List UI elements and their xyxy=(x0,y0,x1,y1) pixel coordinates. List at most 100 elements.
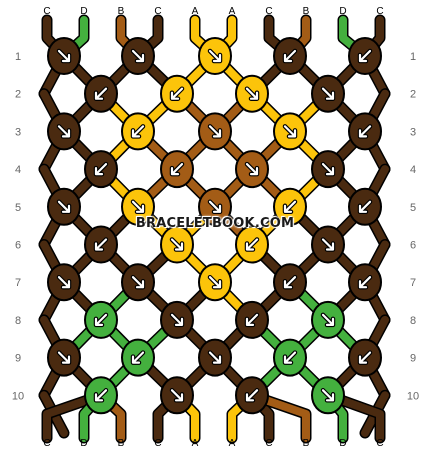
arrow-down-left-icon xyxy=(358,351,372,364)
knot xyxy=(235,376,269,415)
bottom-strand-label: D xyxy=(80,438,87,449)
arrow-down-left-icon xyxy=(94,313,108,326)
row-number-left: 9 xyxy=(15,353,21,365)
arrow-down-right-icon xyxy=(170,313,184,326)
knot xyxy=(121,37,155,75)
watermark: BRACELETBOOK.COM xyxy=(135,216,295,231)
knot xyxy=(273,37,307,75)
arrow-down-left-icon xyxy=(94,238,108,251)
arrow-down-right-icon xyxy=(245,163,259,176)
top-strand-label: C xyxy=(376,6,383,17)
knot xyxy=(84,225,118,264)
knot xyxy=(160,225,194,264)
arrow-down-left-icon xyxy=(358,49,372,63)
row-number-right: 6 xyxy=(410,240,416,252)
knot xyxy=(311,150,345,189)
knot xyxy=(348,187,382,226)
arrow-down-right-icon xyxy=(321,163,335,176)
arrow-down-left-icon xyxy=(358,276,372,289)
knot xyxy=(121,338,155,377)
knot xyxy=(160,150,194,189)
knot xyxy=(273,263,307,302)
row-number-right: 3 xyxy=(410,126,416,138)
arrow-down-right-icon xyxy=(208,200,222,213)
top-strand-label: D xyxy=(80,6,87,17)
arrow-down-right-icon xyxy=(283,125,297,138)
row-number-left: 4 xyxy=(15,164,21,176)
knot xyxy=(47,187,81,226)
bottom-strand-label: D xyxy=(339,438,346,449)
row-number-left: 8 xyxy=(15,315,21,327)
knot xyxy=(121,263,155,302)
row-number-left: 2 xyxy=(15,89,21,101)
arrow-down-left-icon xyxy=(245,313,259,326)
arrow-down-right-icon xyxy=(321,313,335,326)
top-strand-label: C xyxy=(265,6,272,17)
knot xyxy=(47,263,81,302)
row-number-right: 1 xyxy=(410,51,416,63)
knot xyxy=(235,74,269,113)
knot xyxy=(235,150,269,189)
arrow-down-left-icon xyxy=(170,163,184,176)
arrow-down-right-icon xyxy=(57,276,71,289)
bottom-strand xyxy=(43,391,105,442)
top-strand-label: C xyxy=(43,6,50,17)
knot xyxy=(311,376,345,415)
arrow-down-left-icon xyxy=(94,163,108,176)
knot xyxy=(198,187,232,226)
knot xyxy=(160,74,194,113)
knot xyxy=(84,300,118,339)
knot xyxy=(198,112,232,151)
bottom-strand-label: A xyxy=(229,438,236,449)
top-strand-label: A xyxy=(229,6,236,17)
arrow-down-left-icon xyxy=(131,351,145,364)
arrow-down-right-icon xyxy=(170,238,184,251)
top-strand-label: D xyxy=(339,6,346,17)
knot xyxy=(311,300,345,339)
knot xyxy=(47,112,81,151)
arrow-down-left-icon xyxy=(94,87,108,100)
bottom-strand-label: C xyxy=(43,438,50,449)
arrow-down-right-icon xyxy=(131,200,145,213)
arrow-down-left-icon xyxy=(170,87,184,100)
arrow-down-right-icon xyxy=(57,125,71,138)
knot xyxy=(121,187,155,226)
row-number-left: 7 xyxy=(15,277,21,289)
arrow-down-left-icon xyxy=(358,125,372,138)
knot xyxy=(198,338,232,377)
knot xyxy=(160,376,194,415)
arrow-down-left-icon xyxy=(245,238,259,251)
row-number-right: 8 xyxy=(410,315,416,327)
knot xyxy=(311,74,345,113)
arrow-down-right-icon xyxy=(170,389,184,402)
knot xyxy=(84,376,118,415)
knot xyxy=(348,37,382,75)
arrow-down-right-icon xyxy=(321,389,335,402)
bottom-strand-label: C xyxy=(265,438,272,449)
arrow-down-left-icon xyxy=(131,125,145,138)
bottom-strand-label: B xyxy=(303,438,310,449)
bottom-strand-label: C xyxy=(154,438,161,449)
row-number-left: 6 xyxy=(15,240,21,252)
knot xyxy=(198,37,232,75)
arrow-down-right-icon xyxy=(208,125,222,138)
arrow-down-right-icon xyxy=(321,87,335,100)
row-number-right: 7 xyxy=(410,277,416,289)
row-number-right: 5 xyxy=(410,202,416,214)
arrow-down-left-icon xyxy=(283,276,297,289)
arrow-down-right-icon xyxy=(57,49,71,63)
knot xyxy=(311,225,345,264)
arrow-down-right-icon xyxy=(208,351,222,364)
arrow-down-right-icon xyxy=(57,351,71,364)
row-number-right: 10 xyxy=(407,390,419,402)
row-number-right: 2 xyxy=(410,89,416,101)
knot xyxy=(47,37,81,75)
row-number-left: 10 xyxy=(12,390,24,402)
arrow-down-left-icon xyxy=(283,49,297,63)
knot xyxy=(84,74,118,113)
arrow-down-left-icon xyxy=(283,351,297,364)
row-number-left: 5 xyxy=(15,202,21,214)
knot xyxy=(273,187,307,226)
arrow-down-right-icon xyxy=(131,276,145,289)
